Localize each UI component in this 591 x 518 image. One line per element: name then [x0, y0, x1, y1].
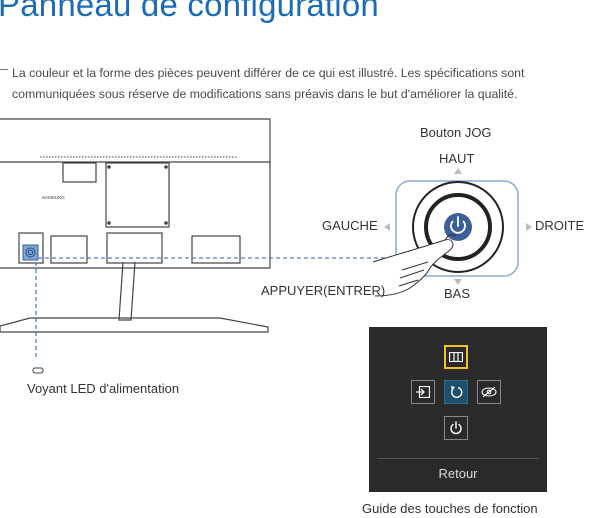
- return-key[interactable]: [444, 380, 468, 404]
- return-icon: [451, 386, 463, 399]
- menu-key[interactable]: [444, 345, 468, 369]
- jog-down-label: BAS: [444, 286, 471, 301]
- jog-press-label: APPUYER(ENTRER): [261, 283, 386, 298]
- led-indicator: [32, 367, 44, 374]
- jog-title: Bouton JOG: [420, 125, 492, 140]
- note-line-1: La couleur et la forme des pièces peuven…: [12, 66, 525, 80]
- jog-on-monitor: [22, 244, 39, 261]
- jog-right-label: DROITE: [535, 218, 585, 233]
- source-key[interactable]: [411, 380, 435, 404]
- power-icon: [450, 421, 462, 435]
- note-dash: [0, 69, 8, 70]
- jog-frame: [395, 180, 519, 277]
- note-line-2: communiquées sous réserve de modificatio…: [12, 87, 518, 101]
- menu-icon: [449, 352, 463, 362]
- note-text: La couleur et la forme des pièces peuven…: [12, 63, 587, 105]
- jog-left-label: GAUCHE: [322, 218, 378, 233]
- monitor-rear: [0, 118, 271, 333]
- eye-saver-key[interactable]: [477, 380, 501, 404]
- jog-up-label: HAUT: [439, 151, 475, 166]
- monitor-brand: SAMSUNG: [42, 195, 65, 200]
- page-title: Panneau de configuration: [0, 0, 379, 23]
- led-label: Voyant LED d'alimentation: [27, 381, 180, 396]
- jog-center: [444, 213, 472, 241]
- function-key-guide: Retour: [369, 327, 547, 492]
- function-guide-caption: Guide des touches de fonction: [362, 501, 538, 516]
- power-key[interactable]: [444, 416, 468, 440]
- eye-saver-icon: [481, 386, 497, 398]
- source-icon: [416, 386, 430, 398]
- retour-label[interactable]: Retour: [438, 466, 478, 481]
- finger-illustration: [372, 234, 457, 297]
- panel-separator: [377, 458, 539, 459]
